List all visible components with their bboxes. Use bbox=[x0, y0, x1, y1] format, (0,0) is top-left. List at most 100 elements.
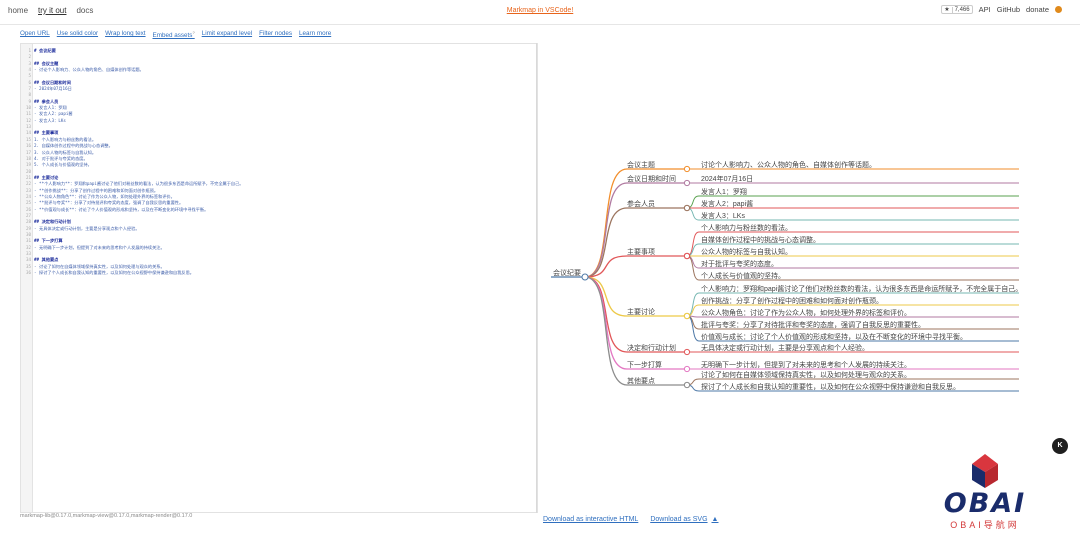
theme-toggle-icon[interactable] bbox=[1055, 6, 1062, 13]
editor-line[interactable]: 21## 主要讨论 bbox=[21, 175, 243, 181]
editor-line[interactable]: 30 bbox=[21, 232, 243, 238]
download-html-link[interactable]: Download as interactive HTML bbox=[543, 516, 639, 523]
editor-line[interactable]: 34## 其他要点 bbox=[21, 257, 243, 263]
editor-line[interactable]: 11- 发言人2：papi酱 bbox=[21, 111, 243, 117]
solid-color-link[interactable]: Use solid color bbox=[56, 30, 99, 37]
branch-toggle-icon[interactable] bbox=[683, 165, 691, 173]
editor-line[interactable]: 31## 下一步打算 bbox=[21, 238, 243, 244]
editor-line[interactable]: 25- **批评与夸奖**：分享了对待批评和夸奖的态度，强调了自我反思的重要性。 bbox=[21, 200, 243, 206]
embed-assets-link[interactable]: Embed assets? bbox=[153, 30, 195, 39]
help-icon[interactable]: ? bbox=[192, 30, 195, 35]
mindmap-leaf[interactable]: 发言人3：LKs bbox=[701, 211, 745, 220]
branch-toggle-icon[interactable] bbox=[683, 179, 691, 187]
mindmap-branch-6[interactable]: 下一步打算 bbox=[627, 360, 662, 369]
mindmap-leaf[interactable]: 探讨了个人成长和自我认知的重要性，以及如何在公众视野中保持谦逊和自我反思。 bbox=[701, 382, 960, 391]
line-number: 28 bbox=[25, 219, 31, 225]
floating-k-button[interactable]: K bbox=[1052, 438, 1068, 454]
mindmap-leaf[interactable]: 发言人1：罗翔 bbox=[701, 187, 747, 196]
mindmap-leaf[interactable]: 无明确下一步计划，但提到了对未来的思考和个人发展的持续关注。 bbox=[701, 360, 911, 369]
editor-line[interactable]: 26- **价值观与成长**：讨论了个人价值观的形成和坚持，以及在不断变化的环境… bbox=[21, 207, 243, 213]
editor-line[interactable]: 33 bbox=[21, 251, 243, 257]
editor-line[interactable]: 10- 发言人1：罗翔 bbox=[21, 105, 243, 111]
mindmap-branch-7[interactable]: 其他要点 bbox=[627, 376, 655, 385]
editor-line[interactable]: 3## 会议主题 bbox=[21, 61, 243, 67]
branch-toggle-icon[interactable] bbox=[683, 348, 691, 356]
mindmap-leaf[interactable]: 无具体决定或行动计划，主要是分享观点和个人经验。 bbox=[701, 343, 869, 352]
nav-docs[interactable]: docs bbox=[76, 6, 94, 15]
editor-line[interactable]: 5 bbox=[21, 73, 243, 79]
mindmap-branch-1[interactable]: 会议日期和时间 bbox=[627, 174, 676, 183]
mindmap-leaf[interactable]: 创作挑战：分享了创作过程中的困难和如何面对创作瓶颈。 bbox=[701, 296, 883, 305]
editor-line[interactable]: 24- **公众人物角色**：讨论了作为公众人物，如何处理外界的标签和评价。 bbox=[21, 194, 243, 200]
download-svg-link[interactable]: Download as SVG▲ bbox=[650, 516, 718, 523]
editor-line[interactable]: 23- **创作挑战**：分享了创作过程中的困难和如何面对创作瓶颈。 bbox=[21, 188, 243, 194]
vscode-link[interactable]: Markmap in VSCode! bbox=[506, 7, 574, 14]
mindmap-leaf[interactable]: 个人影响力：罗翔和papi酱讨论了他们对粉丝数的看法，认为很多东西是命运所赋予，… bbox=[701, 284, 1022, 293]
editor-line[interactable]: 7- 2024年07月16日 bbox=[21, 86, 243, 92]
mindmap-leaf[interactable]: 对于批评与夸奖的态度。 bbox=[701, 259, 778, 268]
mindmap-branch-5[interactable]: 决定和行动计划 bbox=[627, 343, 676, 352]
editor-line[interactable]: 8 bbox=[21, 92, 243, 98]
editor-line[interactable]: 9## 参会人员 bbox=[21, 99, 243, 105]
branch-toggle-icon[interactable] bbox=[683, 381, 691, 389]
learn-more-link[interactable]: Learn more bbox=[299, 30, 332, 37]
mindmap-leaf[interactable]: 批评与夸奖：分享了对待批评和夸奖的态度，强调了自我反思的重要性。 bbox=[701, 320, 925, 329]
mindmap-leaf[interactable]: 个人影响力与粉丝数的看法。 bbox=[701, 223, 792, 232]
editor-line[interactable]: 28## 决定和行动计划 bbox=[21, 219, 243, 225]
editor-line[interactable]: 32- 无明确下一步计划，但提到了对未来的思考和个人发展的持续关注。 bbox=[21, 245, 243, 251]
editor-line[interactable]: 14## 主要事项 bbox=[21, 130, 243, 136]
github-star-button[interactable]: ★7,466 bbox=[941, 5, 973, 14]
mindmap-leaf[interactable]: 2024年07月16日 bbox=[701, 174, 753, 183]
nav-github[interactable]: GitHub bbox=[996, 5, 1021, 14]
editor-line[interactable]: 4- 讨论个人影响力、公众人物的角色、自媒体创作等话题。 bbox=[21, 67, 243, 73]
limit-expand-link[interactable]: Limit expand level bbox=[201, 30, 253, 37]
editor-line[interactable]: 6## 会议日期和时间 bbox=[21, 80, 243, 86]
mindmap-branch-2[interactable]: 参会人员 bbox=[627, 199, 655, 208]
mindmap-leaf[interactable]: 价值观与成长：讨论了个人价值观的形成和坚持，以及在不断变化的环境中寻找平衡。 bbox=[701, 332, 967, 341]
editor-line[interactable]: 12- 发言人3：LKs bbox=[21, 118, 243, 124]
mindmap-leaf[interactable]: 自媒体创作过程中的挑战与心态调整。 bbox=[701, 235, 820, 244]
mindmap-root-node[interactable]: 会议纪要 bbox=[553, 268, 581, 277]
pane-divider[interactable] bbox=[536, 43, 537, 513]
mindmap-branch-4[interactable]: 主要讨论 bbox=[627, 307, 655, 316]
mindmap-leaf[interactable]: 公众人物角色：讨论了作为公众人物，如何处理外界的标签和评价。 bbox=[701, 308, 911, 317]
mindmap-branch-0[interactable]: 会议主题 bbox=[627, 160, 655, 169]
open-url-link[interactable]: Open URL bbox=[20, 30, 50, 37]
branch-toggle-icon[interactable] bbox=[683, 252, 691, 260]
root-toggle-icon[interactable] bbox=[581, 273, 589, 281]
branch-toggle-icon[interactable] bbox=[683, 365, 691, 373]
editor-line[interactable]: 29- 无具体决定或行动计划，主要是分享观点和个人经验。 bbox=[21, 226, 243, 232]
branch-toggle-icon[interactable] bbox=[683, 204, 691, 212]
editor-line[interactable]: 20 bbox=[21, 169, 243, 175]
branch-toggle-icon[interactable] bbox=[683, 312, 691, 320]
leaf-text: ：讨论了作为公众人物，如何处理外界的标签和评价。 bbox=[743, 308, 911, 317]
mindmap-leaf[interactable]: 公众人物的标签与自我认知。 bbox=[701, 247, 792, 256]
mindmap-branch-3[interactable]: 主要事项 bbox=[627, 247, 655, 256]
nav-api[interactable]: API bbox=[978, 5, 991, 14]
editor-line[interactable]: 1# 会议纪要 bbox=[21, 48, 243, 54]
nav-try-it-out[interactable]: try it out bbox=[38, 6, 67, 15]
nav-donate[interactable]: donate bbox=[1026, 5, 1049, 14]
editor-line[interactable]: 2 bbox=[21, 54, 243, 60]
mindmap-leaf[interactable]: 个人成长与价值观的坚持。 bbox=[701, 271, 785, 280]
wrap-text-link[interactable]: Wrap long text bbox=[105, 30, 146, 37]
editor-line[interactable]: 13 bbox=[21, 124, 243, 130]
editor-line[interactable]: 22- **个人影响力**：罗翔和papi酱讨论了他们对粉丝数的看法，认为很多东… bbox=[21, 181, 244, 187]
mindmap-leaf[interactable]: 讨论个人影响力、公众人物的角色、自媒体创作等话题。 bbox=[701, 160, 876, 169]
mindmap-view[interactable]: 会议纪要 会议主题 讨论个人影响力、公众人物的角色、自媒体创作等话题。会议日期和时间… bbox=[537, 43, 1072, 513]
nav-home[interactable]: home bbox=[8, 6, 29, 15]
mindmap-svg[interactable]: 会议纪要 会议主题 讨论个人影响力、公众人物的角色、自媒体创作等话题。会议日期和时间… bbox=[537, 43, 1072, 513]
editor-line[interactable]: 27 bbox=[21, 213, 243, 219]
editor-line[interactable]: 35- 讨论了如何在自媒体领域保持真实性，以及如何处理与观众的关系。 bbox=[21, 264, 243, 270]
mindmap-leaf[interactable]: 发言人2：papi酱 bbox=[701, 199, 753, 208]
mindmap-leaf[interactable]: 讨论了如何在自媒体领域保持真实性，以及如何处理与观众的关系。 bbox=[701, 370, 911, 379]
filter-nodes-link[interactable]: Filter nodes bbox=[259, 30, 292, 37]
editor-line[interactable]: 36- 探讨了个人成长和自我认知的重要性，以及如何在公众视野中保持谦逊和自我反思… bbox=[21, 270, 243, 276]
